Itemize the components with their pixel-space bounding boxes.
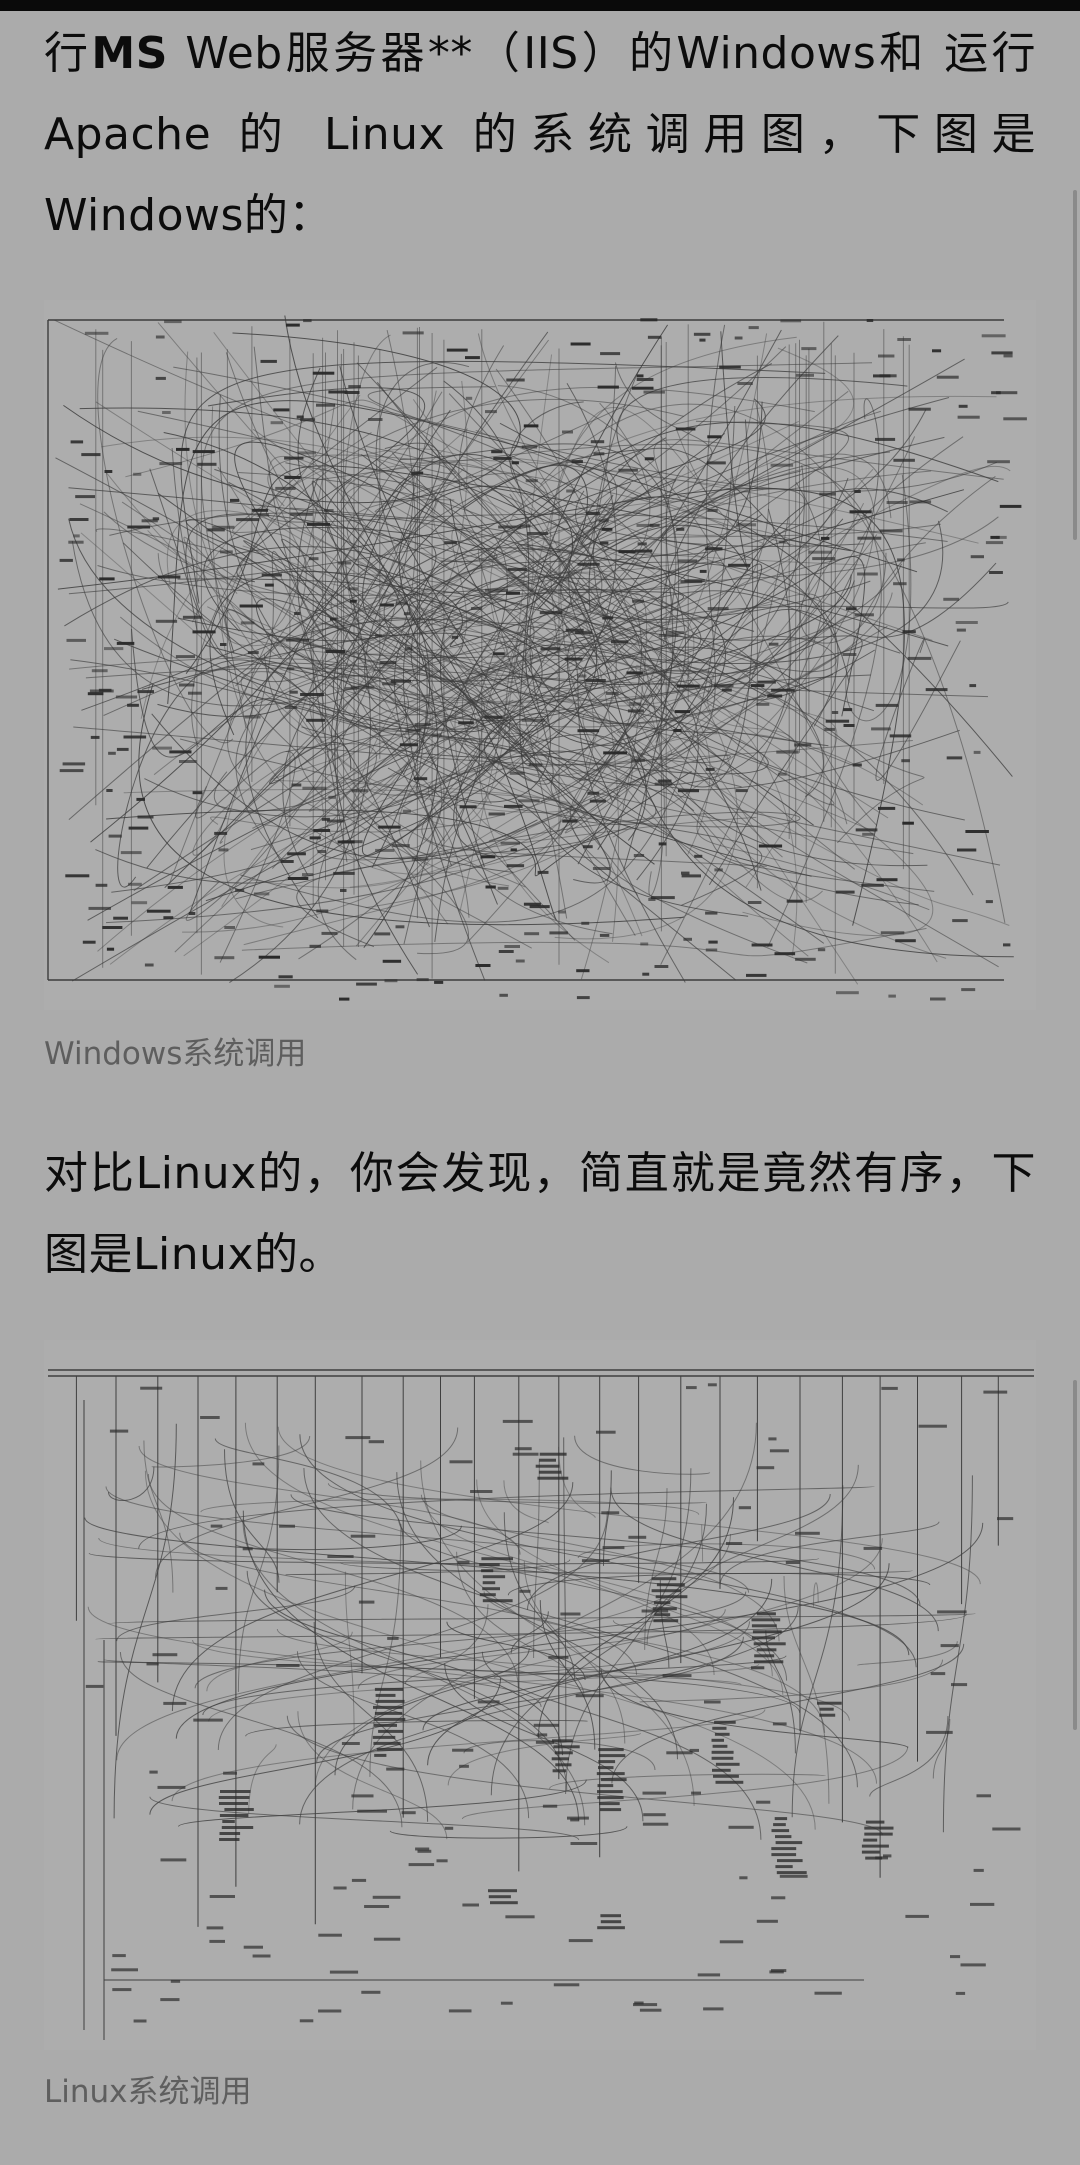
paragraph-intro-bold: MS xyxy=(91,28,168,79)
windows-caption: Windows系统调用 xyxy=(44,1036,307,1072)
linux-caption: Linux系统调用 xyxy=(44,2074,252,2110)
linux-call-graph-image[interactable] xyxy=(44,1340,1036,2050)
paragraph-intro-start: 行 xyxy=(44,28,92,79)
linux-call-graph xyxy=(48,1369,1034,2040)
windows-call-graph-image[interactable] xyxy=(44,300,1036,1010)
paragraph-intro: 行MS Web服务器**（IIS）的Windows和 运行 Apache 的 L… xyxy=(44,13,1036,256)
scrollbar-thumb-secondary[interactable] xyxy=(1073,1380,1077,1730)
scrollbar-thumb[interactable] xyxy=(1073,190,1077,540)
paragraph-intro-rest: Web服务器**（IIS）的Windows和 运行 Apache 的 Linux… xyxy=(44,28,1036,241)
windows-call-graph xyxy=(47,315,1027,1001)
status-bar xyxy=(0,0,1080,11)
paragraph-comparison: 对比Linux的，你会发现，简直就是竟然有序，下图是Linux的。 xyxy=(44,1148,1036,1280)
